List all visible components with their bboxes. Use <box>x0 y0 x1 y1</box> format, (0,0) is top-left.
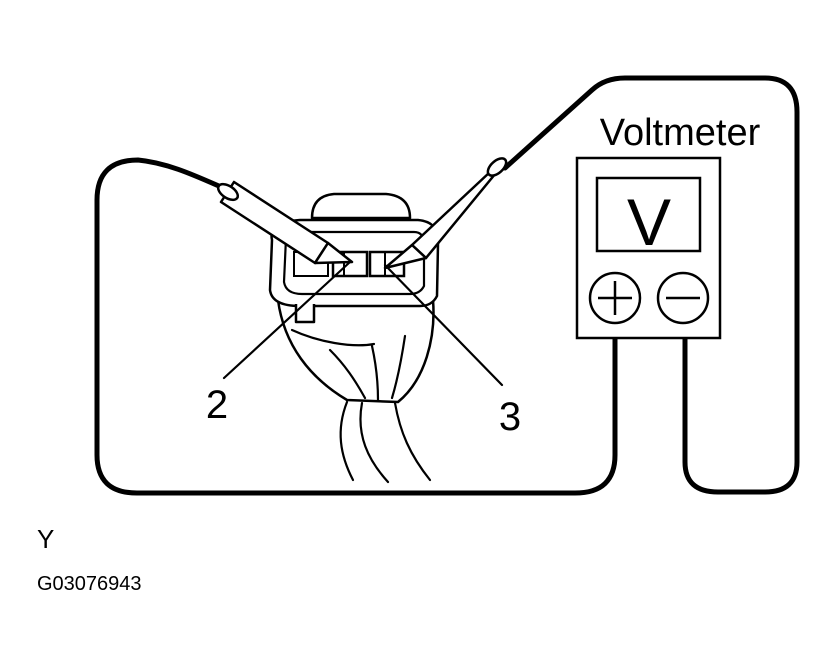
minus-icon <box>656 271 710 325</box>
plus-icon <box>588 271 642 325</box>
leader-line-terminal-2 <box>222 260 352 380</box>
terminal-2-label: 2 <box>206 383 228 427</box>
voltmeter-title: Voltmeter <box>600 112 761 154</box>
connector-boot-creases <box>290 328 407 402</box>
wire-harness <box>339 400 432 484</box>
probe-left <box>216 180 354 265</box>
connector-boot <box>276 298 435 404</box>
connector-lock-tab <box>310 192 412 220</box>
leader-line-terminal-3 <box>383 263 504 387</box>
connector-code-label: Y <box>37 524 54 554</box>
voltmeter-display-symbol: V <box>627 185 671 259</box>
probe-right <box>383 157 508 270</box>
terminal-3-label: 3 <box>499 395 521 439</box>
wire-left-loop <box>94 157 618 496</box>
voltmeter-display <box>595 176 702 253</box>
connector-key-notch <box>294 304 316 324</box>
figure-id-label: G03076943 <box>37 573 142 595</box>
wire-right-loop <box>502 75 800 495</box>
